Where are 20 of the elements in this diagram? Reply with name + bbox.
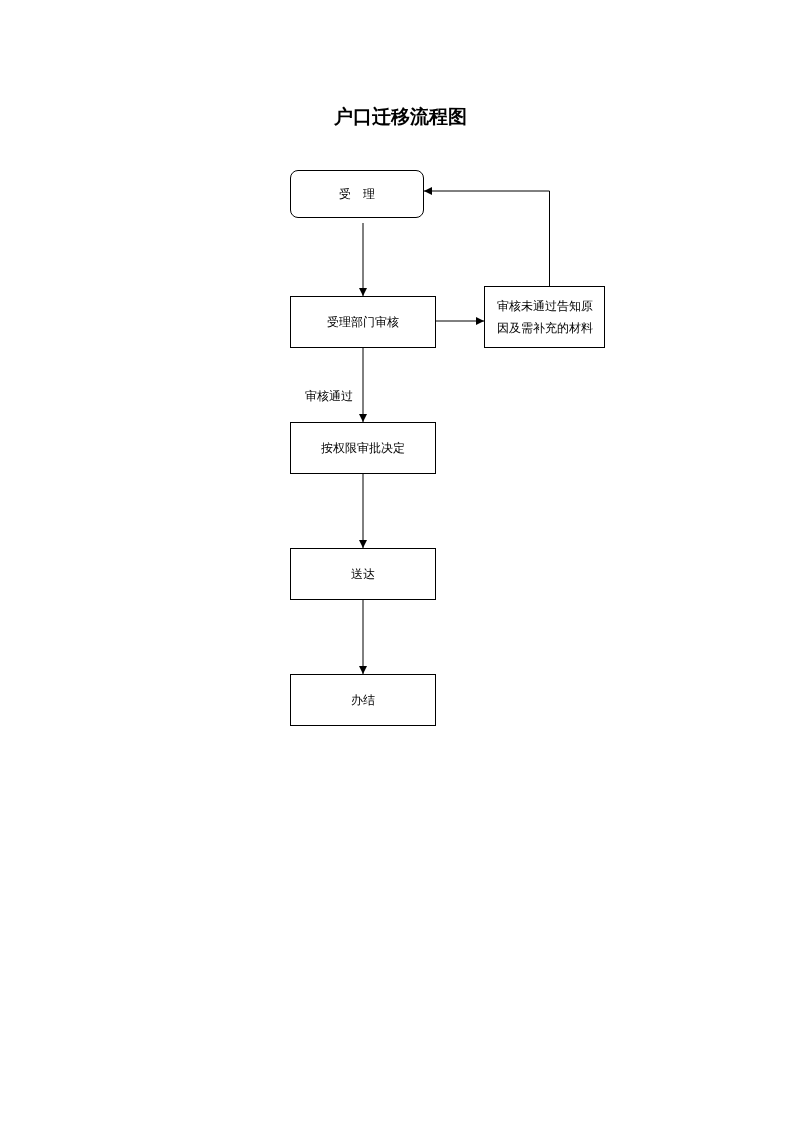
process-box — [290, 422, 436, 474]
arrow — [435, 317, 485, 325]
edge-label: 审核通过 — [305, 388, 353, 405]
start-box — [290, 170, 424, 218]
arrow — [359, 599, 367, 675]
arrow — [423, 187, 550, 287]
arrow — [359, 222, 367, 297]
box-text: 办结 — [351, 692, 375, 709]
box-text: 按权限审批决定 — [321, 440, 405, 457]
box-text: 受 理 — [339, 186, 375, 203]
process-box — [484, 286, 605, 348]
process-box — [290, 296, 436, 348]
box-text: 送达 — [351, 566, 375, 583]
box-text: 受理部门审核 — [327, 314, 399, 331]
process-box — [290, 548, 436, 600]
process-box — [290, 674, 436, 726]
box-text: 审核未通过告知原因及需补充的材料 — [495, 298, 594, 337]
arrow — [359, 347, 367, 423]
diagram-title: 户口迁移流程图 — [332, 105, 468, 129]
arrow — [359, 473, 367, 549]
